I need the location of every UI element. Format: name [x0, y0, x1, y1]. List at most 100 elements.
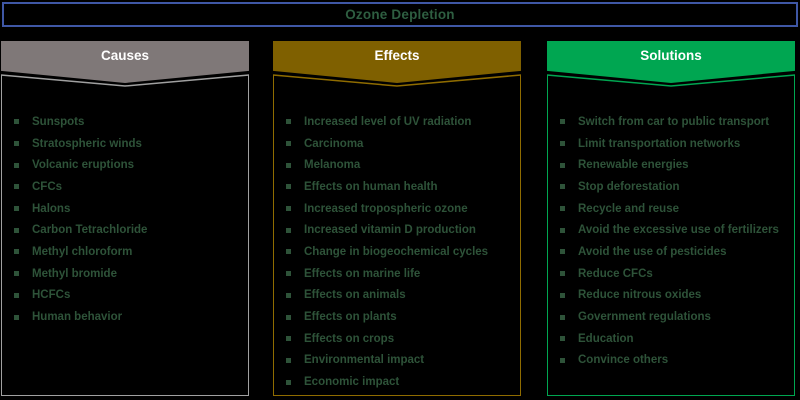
list-item: Education	[560, 328, 790, 350]
list-item: Increased vitamin D production	[286, 219, 516, 241]
bullet-square-icon	[14, 184, 19, 190]
list-item: Environmental impact	[286, 350, 516, 372]
list-item-label: Switch from car to public transport	[578, 115, 770, 128]
bullet-square-icon	[560, 292, 565, 298]
bullet-square-icon	[560, 336, 565, 342]
bullet-square-icon	[286, 357, 291, 363]
list-item: Volcanic eruptions	[14, 154, 244, 176]
list-item-label: Effects on human health	[304, 180, 438, 193]
chevron-notch-line	[547, 74, 795, 87]
list-item-label: Increased level of UV radiation	[304, 115, 472, 128]
list-item: Government regulations	[560, 306, 790, 328]
bullet-square-icon	[560, 162, 565, 168]
bullet-square-icon	[286, 249, 291, 255]
bullet-square-icon	[560, 206, 565, 212]
list-item-label: Stop deforestation	[578, 180, 680, 193]
list-item-label: Sunspots	[32, 115, 85, 128]
list-item-label: Methyl chloroform	[32, 245, 133, 258]
list-item-label: Environmental impact	[304, 354, 425, 367]
bullet-square-icon	[286, 119, 291, 125]
list-item-label: Stratospheric winds	[32, 137, 142, 150]
bullet-square-icon	[286, 184, 291, 190]
list-item: Effects on marine life	[286, 263, 516, 285]
list-item: Recycle and reuse	[560, 198, 790, 220]
bullet-square-icon	[14, 119, 19, 125]
list-item-label: Limit transportation networks	[578, 137, 741, 150]
list-item: Carcinoma	[286, 133, 516, 155]
list-item: Human behavior	[14, 306, 244, 328]
bullet-square-icon	[14, 249, 19, 255]
list-item: Melanoma	[286, 154, 516, 176]
list-item-label: Recycle and reuse	[578, 202, 680, 215]
list-item: Increased level of UV radiation	[286, 111, 516, 133]
list-item-label: Avoid the excessive use of fertilizers	[578, 224, 779, 237]
list-item-label: Renewable energies	[578, 159, 689, 172]
list-item-label: Methyl bromide	[32, 267, 117, 280]
list-item-label: Carbon Tetrachloride	[32, 224, 148, 237]
bullet-square-icon	[560, 119, 565, 125]
list-item-label: CFCs	[32, 180, 63, 193]
bullet-square-icon	[286, 271, 291, 277]
bullet-square-icon	[286, 141, 291, 147]
list-item-label: Halons	[32, 202, 71, 215]
bullet-square-icon	[14, 162, 19, 168]
list-item-label: Melanoma	[304, 159, 361, 172]
bullet-square-icon	[14, 292, 19, 298]
list-item-label: Human behavior	[32, 311, 123, 324]
column-solutions: Solutions Switch from car to public tran…	[547, 41, 795, 396]
bullet-square-icon	[14, 141, 19, 147]
bullet-square-icon	[286, 336, 291, 342]
list-item-label: Increased vitamin D production	[304, 224, 476, 237]
list-item-label: Convince others	[578, 354, 669, 367]
list-item: Convince others	[560, 350, 790, 372]
bullet-square-icon	[560, 141, 565, 147]
list-item-label: Effects on crops	[304, 332, 395, 345]
bullet-square-icon	[560, 249, 565, 255]
list-item: Stratospheric winds	[14, 133, 244, 155]
bullet-square-icon	[560, 314, 565, 320]
list-item: Sunspots	[14, 111, 244, 133]
list-item: Carbon Tetrachloride	[14, 219, 244, 241]
list-item: Economic impact	[286, 371, 516, 393]
list-item-label: Change in biogeochemical cycles	[304, 245, 489, 258]
list-item: Effects on human health	[286, 176, 516, 198]
list-item: Reduce CFCs	[560, 263, 790, 285]
bullet-square-icon	[286, 162, 291, 168]
list-item: Effects on crops	[286, 328, 516, 350]
page-title: Ozone Depletion	[345, 7, 455, 22]
list-item-label: Education	[578, 332, 634, 345]
bullet-square-icon	[14, 227, 19, 233]
list-item: Effects on animals	[286, 285, 516, 307]
bullet-square-icon	[560, 357, 565, 363]
list-item: Stop deforestation	[560, 176, 790, 198]
bullet-square-icon	[286, 379, 291, 385]
list-item: Effects on plants	[286, 306, 516, 328]
list-item: Increased tropospheric ozone	[286, 198, 516, 220]
bullet-square-icon	[560, 227, 565, 233]
list-item: Methyl chloroform	[14, 241, 244, 263]
list-item-label: Effects on plants	[304, 311, 397, 324]
list-item-label: Avoid the use of pesticides	[578, 245, 727, 258]
list-item-label: Effects on animals	[304, 289, 406, 302]
list-item-label: Carcinoma	[304, 137, 364, 150]
list-item-label: Effects on marine life	[304, 267, 421, 280]
bullet-square-icon	[14, 206, 19, 212]
bullet-square-icon	[286, 314, 291, 320]
bullet-square-icon	[286, 292, 291, 298]
list-item-label: HCFCs	[32, 289, 71, 302]
list-item-label: Reduce nitrous oxides	[578, 289, 702, 302]
bullet-square-icon	[14, 314, 19, 320]
list-item: Switch from car to public transport	[560, 111, 790, 133]
bullet-square-icon	[286, 227, 291, 233]
list-item: Change in biogeochemical cycles	[286, 241, 516, 263]
list-item: Methyl bromide	[14, 263, 244, 285]
bullet-square-icon	[560, 184, 565, 190]
chevron-notch-line	[273, 74, 521, 87]
